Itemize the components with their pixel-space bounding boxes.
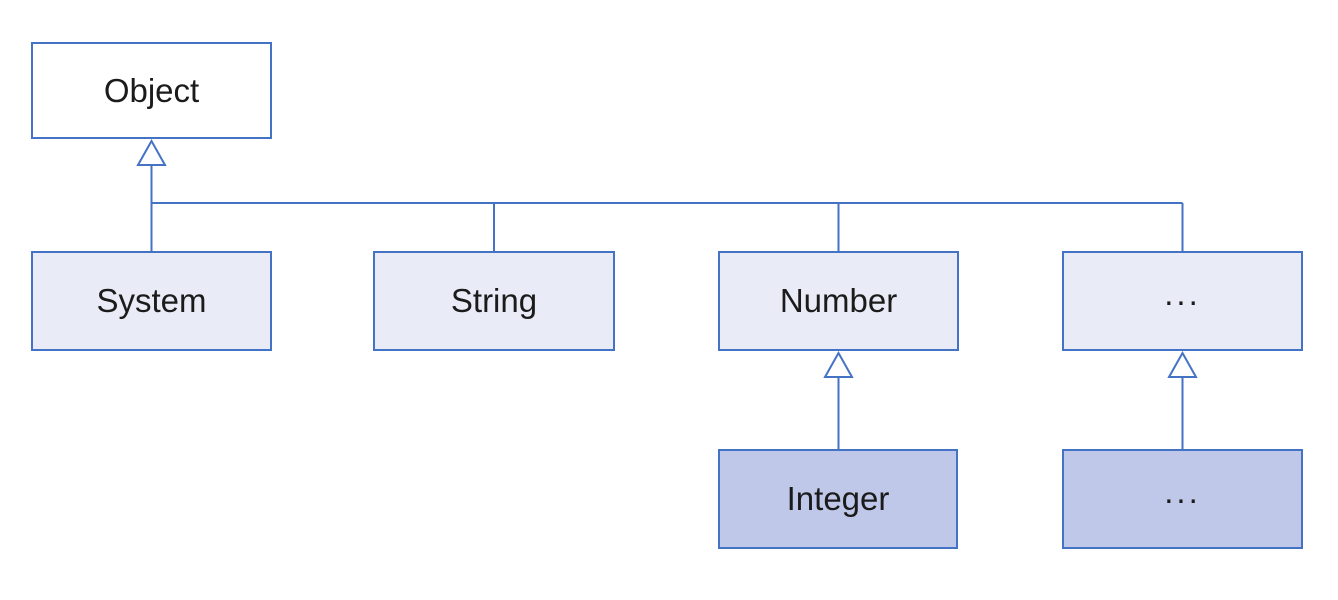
node-number: Number [718,251,959,351]
node-string-label: String [450,282,538,319]
node-string: String [373,251,615,351]
generalization-arrow-object-icon [136,138,167,166]
generalization-arrow-ellipsis-icon [1167,350,1198,378]
node-integer: Integer [718,449,958,549]
node-number-label: Number [779,282,898,319]
node-integer-label: Integer [786,480,890,517]
node-ellipsis-top-label: ... [1164,275,1201,312]
node-ellipsis-bottom: ... [1062,449,1303,549]
node-object: Object [31,42,272,139]
node-system-label: System [96,282,207,319]
node-object-label: Object [103,71,200,109]
generalization-arrow-number-icon [823,350,854,378]
node-ellipsis-top: ... [1062,251,1303,351]
node-system: System [31,251,272,351]
node-ellipsis-bottom-label: ... [1164,473,1201,510]
